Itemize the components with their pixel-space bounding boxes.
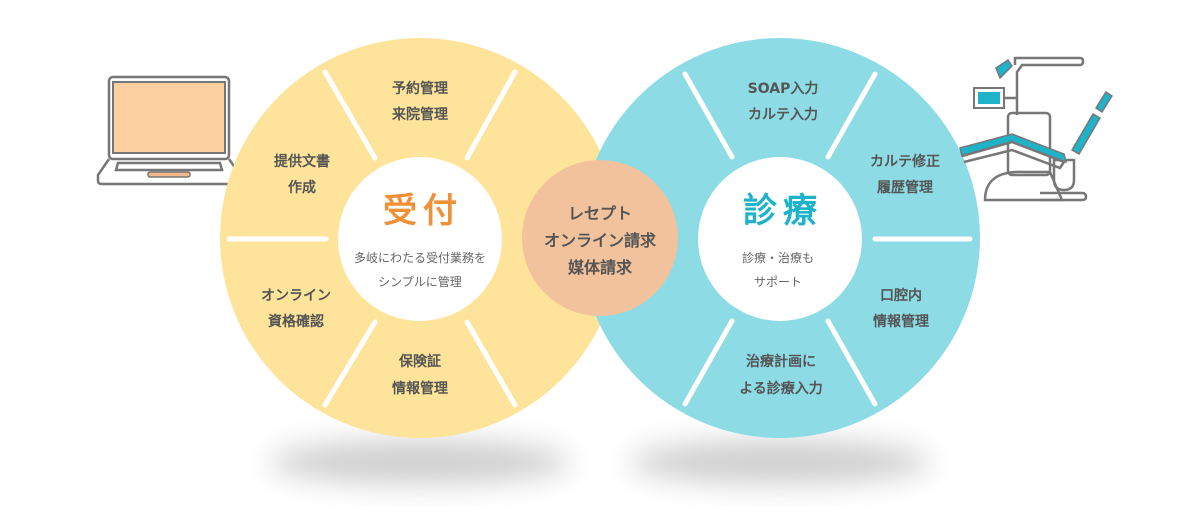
- reception-item: 保険証: [398, 353, 441, 370]
- shadow: [630, 440, 930, 484]
- treatment-title: 診療: [743, 191, 823, 231]
- shadow: [270, 440, 570, 484]
- reception-item: 予約管理: [392, 80, 448, 97]
- treatment-item: 履歴管理: [877, 179, 933, 196]
- treatment-item: カルテ修正: [870, 153, 940, 170]
- reception-item: 作成: [288, 179, 316, 196]
- reception-item: 来院管理: [391, 106, 448, 123]
- billing-line: レセプト: [568, 204, 632, 223]
- reception-item: 提供文書: [274, 153, 330, 170]
- treatment-item: SOAP入力: [748, 80, 819, 97]
- treatment-item: カルテ入力: [748, 106, 818, 123]
- treatment-center: [698, 157, 862, 321]
- treatment-item: 口腔内: [880, 287, 922, 304]
- reception-center: [338, 157, 502, 321]
- reception-item: 資格確認: [268, 313, 324, 330]
- treatment-description: サポート: [754, 275, 802, 289]
- reception-title: 受付: [383, 191, 463, 231]
- reception-item: 情報管理: [392, 380, 448, 397]
- laptop-icon: [96, 75, 242, 186]
- billing-circle: [522, 160, 678, 316]
- treatment-item: よる診療入力: [739, 380, 823, 397]
- billing-line: 媒体請求: [568, 258, 633, 277]
- treatment-item: 情報管理: [873, 313, 929, 330]
- treatment-description: 診療・治療も: [742, 250, 814, 265]
- billing-line: オンライン請求: [544, 231, 657, 250]
- treatment-item: 治療計画に: [746, 353, 816, 370]
- dental-chair-icon: [959, 56, 1114, 202]
- reception-description: 多岐にわたる受付業務を: [354, 251, 486, 265]
- reception-description: シンプルに管理: [378, 274, 462, 289]
- reception-item: オンライン: [261, 288, 331, 304]
